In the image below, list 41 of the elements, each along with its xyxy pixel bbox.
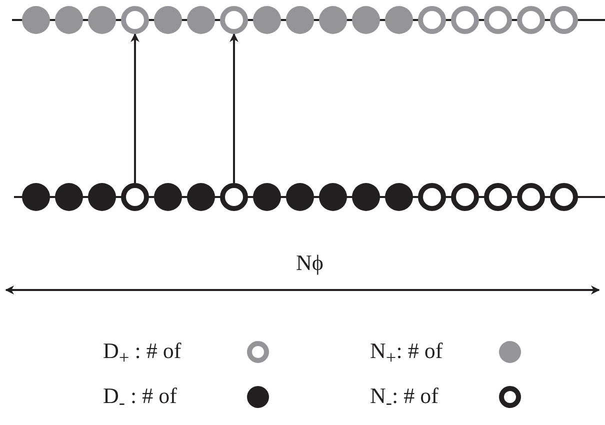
hollow-dot (550, 183, 578, 211)
hollow-dot (517, 183, 545, 211)
hollow-dot (550, 6, 578, 34)
filled-dot (385, 183, 413, 211)
filled-dot (352, 183, 380, 211)
filled-dot (22, 183, 50, 211)
legend-label: D$_{+}$ : # of (103, 340, 182, 367)
filled-dot (88, 6, 116, 34)
hollow-dot (220, 183, 248, 211)
filled-dot (319, 183, 347, 211)
filled-dot (22, 6, 50, 34)
filled-dot (286, 183, 314, 211)
filled-dot (286, 6, 314, 34)
filled-dot (319, 6, 347, 34)
hollow-dot (418, 6, 446, 34)
hollow-dot (121, 183, 149, 211)
arrow (130, 33, 140, 183)
filled-dot (154, 183, 182, 211)
hollow-dot (451, 6, 479, 34)
legend-label: D$_{-}$ : # of (103, 385, 177, 412)
filled-dot (253, 6, 281, 34)
filled-dot (352, 6, 380, 34)
filled-dot (154, 6, 182, 34)
hollow-dot (451, 183, 479, 211)
hollow-dot (418, 183, 446, 211)
dimension-label: Nϕ (296, 252, 324, 274)
hollow-dot (484, 183, 512, 211)
legend-label: N$_{-}$: # of (370, 385, 438, 412)
arrow (230, 33, 238, 183)
legend-label: N$_{+}$: # of (370, 340, 443, 367)
filled-dot (55, 183, 83, 211)
filled-dot (88, 183, 116, 211)
hollow-dot (220, 6, 248, 34)
filled-dot (187, 183, 215, 211)
filled-dot (253, 183, 281, 211)
filled-dot (385, 6, 413, 34)
hollow-dot (484, 6, 512, 34)
hollow-dot (121, 6, 149, 34)
filled-dot (55, 6, 83, 34)
hollow-dot (517, 6, 545, 34)
filled-dot (187, 6, 215, 34)
